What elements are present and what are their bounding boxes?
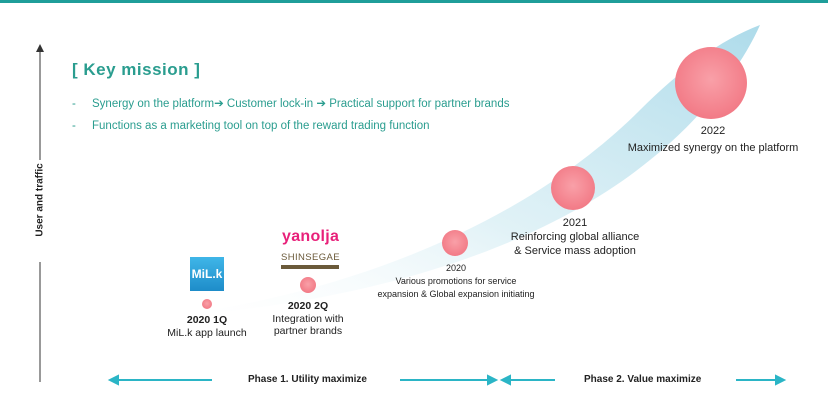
mission-line-1-text: Synergy on the platform➔ Customer lock-i… xyxy=(92,98,510,110)
milestone-desc: Maximized synergy on the platform xyxy=(627,142,799,154)
shinsegae-logo: SHINSEGAE xyxy=(281,252,341,263)
phase1-label: Phase 1. Utility maximize xyxy=(248,374,367,385)
yanolja-logo: yanolja xyxy=(282,228,340,245)
top-accent-bar xyxy=(0,0,828,3)
milestone-2022: 2022 Maximized synergy on the platform xyxy=(628,123,799,157)
growth-swoosh xyxy=(150,25,760,318)
mission-line-2: -Functions as a marketing tool on top of… xyxy=(72,120,430,132)
milk-logo: MiL.k xyxy=(190,257,224,291)
milestone-2020: 2020 Various promotions for service expa… xyxy=(377,262,534,301)
milestone-desc: MiL.k app launch xyxy=(167,327,247,339)
milestone-desc: Integration with xyxy=(272,312,344,325)
milestone-year: 2020 2Q xyxy=(287,300,329,312)
milestone-year: 2021 xyxy=(562,217,588,229)
bubble-2022 xyxy=(675,47,747,119)
milestone-year: 2020 xyxy=(445,263,467,273)
mission-title: [ Key mission ] xyxy=(72,60,201,79)
bubble-2021 xyxy=(551,166,595,210)
milestone-year: 2022 xyxy=(700,125,726,137)
shinsegae-logo-bar xyxy=(281,265,339,269)
milestone-desc: & Service mass adoption xyxy=(514,245,636,257)
y-axis-arrowhead xyxy=(36,44,44,52)
milestone-year: 2020 1Q xyxy=(186,314,228,326)
milestone-desc: Reinforcing global alliance xyxy=(510,231,640,243)
y-axis-label: User and traffic xyxy=(34,163,46,237)
mission-line-1: -Synergy on the platform➔ Customer lock-… xyxy=(72,98,510,110)
bubble-2020 xyxy=(442,230,468,256)
milestone-desc: Various promotions for service xyxy=(395,276,517,286)
bubble-2020-1q xyxy=(202,299,212,309)
milestone-2020-1q: 2020 1Q MiL.k app launch xyxy=(167,314,246,340)
mission-line-2-text: Functions as a marketing tool on top of … xyxy=(92,120,430,132)
milestone-desc: expansion & Global expansion initiating xyxy=(377,289,535,299)
phase2-label: Phase 2. Value maximize xyxy=(584,374,702,385)
bubble-2020-2q xyxy=(300,277,316,293)
milestone-2021: 2021 Reinforcing global alliance & Servi… xyxy=(511,216,639,258)
milestone-2020-2q: 2020 2Q Integration with partner brands xyxy=(272,300,343,338)
milestone-desc: partner brands xyxy=(273,325,343,337)
